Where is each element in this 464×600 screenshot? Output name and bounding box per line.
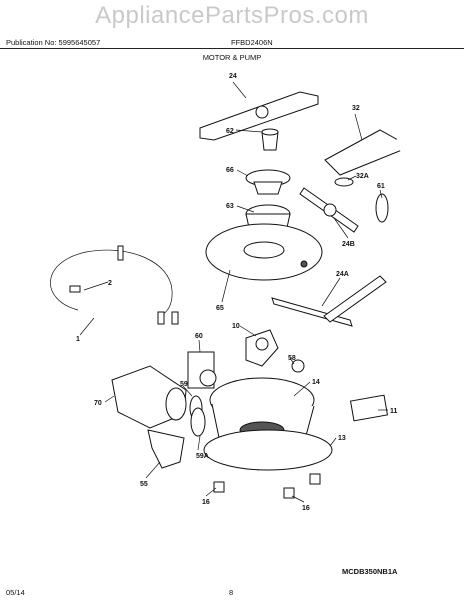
part-55-bracket[interactable]	[147, 429, 185, 469]
label-14: 14	[312, 379, 320, 386]
part-24-upper-spray-arm[interactable]	[199, 91, 319, 141]
header-divider	[0, 48, 464, 49]
label-2: 2	[108, 280, 112, 287]
part-24a-lower-spray-arm[interactable]	[271, 275, 387, 327]
part-70-motor[interactable]	[111, 365, 187, 429]
label-59a: 59A	[196, 453, 209, 460]
diagram-code: MCDB350NB1A	[342, 567, 398, 576]
part-66-nut[interactable]	[245, 169, 291, 195]
part-59a-gasket[interactable]	[190, 407, 206, 437]
label-16-left: 16	[202, 499, 210, 506]
leader-lines	[79, 81, 388, 503]
label-32: 32	[352, 105, 360, 112]
label-24: 24	[229, 73, 237, 80]
label-32a: 32A	[356, 173, 369, 180]
part-1-heater[interactable]	[50, 245, 179, 325]
section-title: MOTOR & PUMP	[202, 53, 262, 62]
label-58: 58	[288, 355, 296, 362]
label-60: 60	[195, 333, 203, 340]
label-66: 66	[226, 167, 234, 174]
page-number: 8	[229, 588, 234, 597]
watermark: AppliancePartsPros.com	[95, 2, 369, 29]
label-10: 10	[232, 323, 240, 330]
part-58-ball[interactable]	[291, 359, 305, 373]
part-32-supply-tube[interactable]	[324, 129, 408, 386]
part-11-sensor[interactable]	[349, 394, 389, 422]
publication-number: Publication No: 5995645057	[6, 38, 101, 47]
part-16-clip-left[interactable]	[213, 481, 225, 493]
part-61-disc[interactable]	[375, 193, 389, 223]
part-65-filter-screen[interactable]	[205, 223, 323, 281]
label-13: 13	[338, 435, 346, 442]
label-63: 63	[226, 203, 234, 210]
label-62: 62	[226, 128, 234, 135]
label-1: 1	[76, 336, 80, 343]
label-24a: 24A	[336, 271, 349, 278]
label-55: 55	[140, 481, 148, 488]
label-11: 11	[390, 408, 398, 415]
label-65: 65	[216, 305, 224, 312]
label-70: 70	[94, 400, 102, 407]
label-61: 61	[377, 183, 385, 190]
label-16-right: 16	[302, 505, 310, 512]
part-10-valve[interactable]	[245, 329, 279, 367]
model-number: FFBD2406N	[231, 38, 273, 47]
part-16-clip-bracket[interactable]	[309, 473, 321, 485]
publication-date: 05/14	[6, 588, 25, 597]
part-60-housing[interactable]	[187, 351, 217, 389]
label-24b: 24B	[342, 241, 355, 248]
part-24b-middle-spray-arm[interactable]	[299, 187, 359, 233]
part-16-clip-right[interactable]	[283, 487, 295, 499]
part-13-sump-seal[interactable]	[203, 429, 333, 471]
label-59: 59	[180, 381, 188, 388]
part-62-connector[interactable]	[261, 128, 279, 151]
